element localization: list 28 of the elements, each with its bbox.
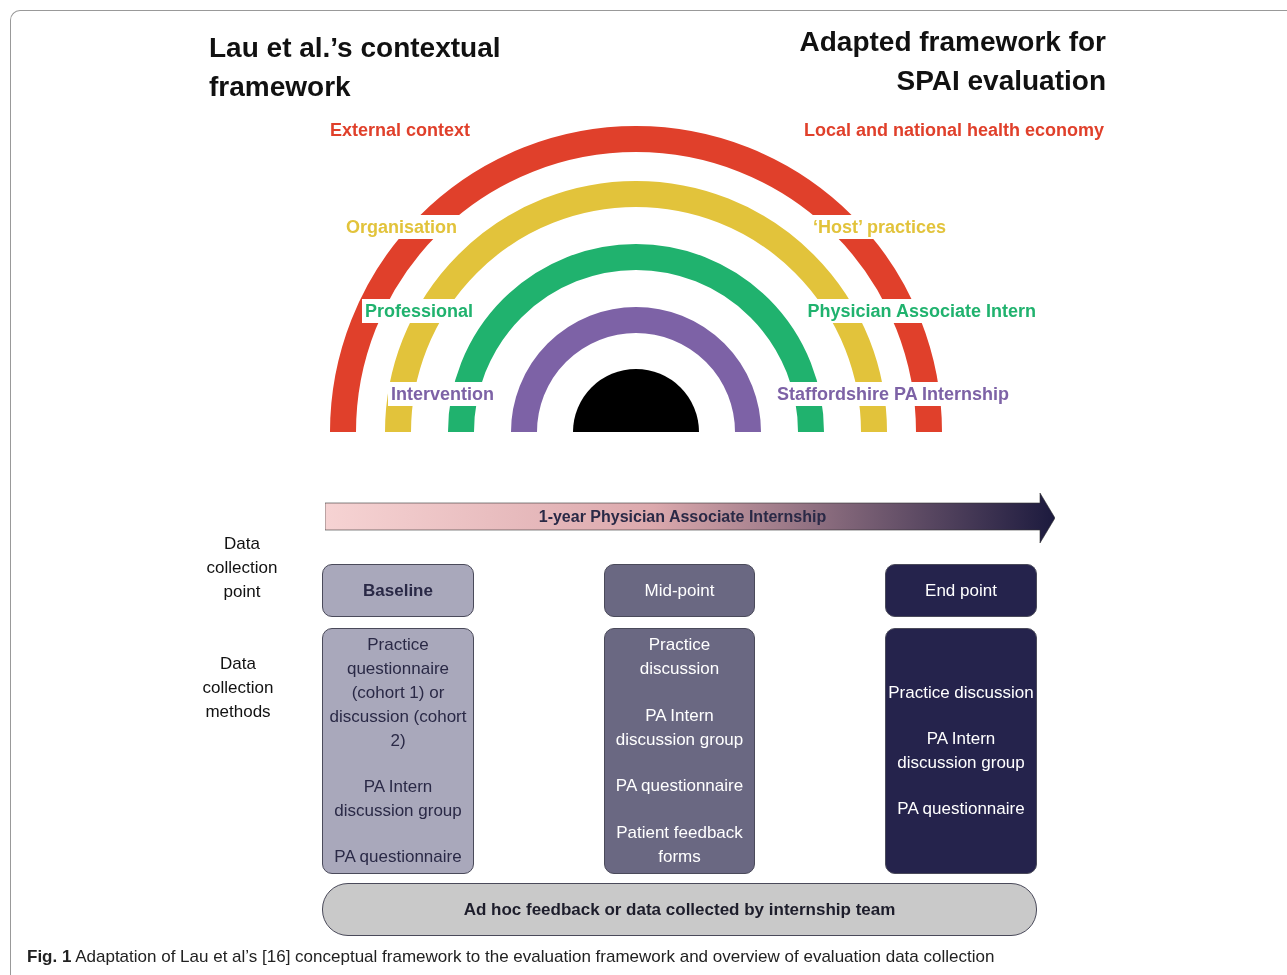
box-text: Baseline: [363, 579, 433, 602]
heading: Lau et al.’s contextual framework: [209, 31, 502, 104]
stage-box: [322, 564, 474, 617]
box-text: End point: [925, 579, 997, 602]
box-text: PA Intern discussion group: [614, 704, 745, 751]
box-text: PA Intern discussion group: [896, 728, 1026, 774]
heading: Adapted framework for SPAI evaluation: [798, 25, 1106, 98]
banner-box: [322, 883, 1037, 936]
box-text: PA questionnaire: [897, 798, 1025, 820]
row-label: Data collection methods: [201, 653, 275, 723]
box-text: Mid-point: [644, 579, 715, 602]
box-text: Practice discussion: [638, 634, 721, 680]
stage-box: [885, 564, 1037, 617]
arrow-label: 1-year Physician Associate Internship: [537, 507, 828, 527]
box-text: PA questionnaire: [334, 846, 462, 868]
box-text: Ad hoc feedback or data collected by internship team: [463, 898, 896, 921]
stage-box: [604, 564, 755, 617]
figure-caption: Fig. 1 Adaptation of Lau et al’s [16] conceptual framework to the evaluation framework and overview of evaluation data collection: [27, 946, 995, 968]
methods-box: [604, 628, 755, 874]
box-text: PA questionnaire: [615, 775, 744, 798]
box-text: PA Intern discussion group: [333, 776, 463, 822]
box-text: Practice discussion: [888, 682, 1034, 704]
box-text: Practice questionnaire (cohort 1) or discussion (cohort 2): [328, 634, 468, 752]
methods-box: [885, 628, 1037, 874]
box-text: Patient feedback forms: [615, 821, 744, 868]
row-label: Data collection point: [205, 533, 279, 603]
methods-box: [322, 628, 474, 874]
arc-label: Organisation: [343, 215, 460, 239]
